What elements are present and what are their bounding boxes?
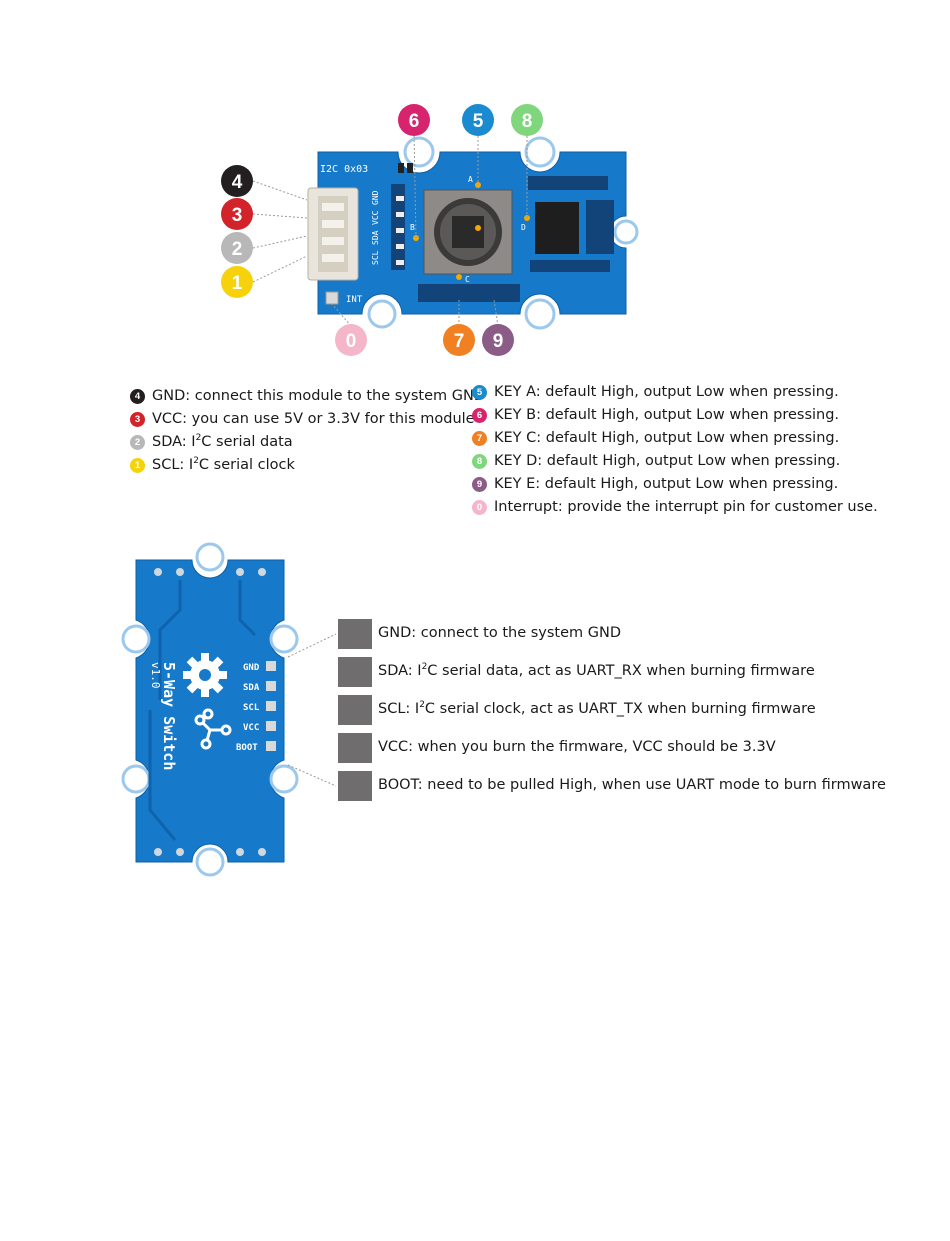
svg-text:0: 0 (346, 331, 357, 352)
pin-box-scl (338, 695, 372, 725)
callout-6: 6 (398, 104, 430, 136)
callout-8: 8 (511, 104, 543, 136)
int-label: INT (346, 295, 363, 305)
svg-text:6: 6 (409, 111, 420, 132)
legend-right: 5 KEY A: default High, output Low when p… (472, 381, 878, 519)
pin-label-sda: SDA (371, 230, 380, 245)
svg-text:3: 3 (232, 205, 243, 226)
legend-badge: 8 (472, 454, 487, 469)
legend-text: KEY C: default High, output Low when pre… (494, 427, 839, 450)
back-pin-vcc: VCC (243, 723, 259, 733)
grove-gear-logo (183, 653, 227, 697)
legend-text: KEY A: default High, output Low when pre… (494, 381, 839, 404)
callout-9: 9 (482, 324, 514, 356)
legend-item-key-e: 9 KEY E: default High, output Low when p… (472, 473, 878, 496)
front-board-diagram: I2C 0x03 SCL SDA VCC GND INT A B C D (0, 0, 950, 360)
back-pin-scl: SCL (243, 703, 260, 713)
pin-desc-gnd: GND: connect to the system GND (378, 625, 621, 641)
back-pin-sda: SDA (243, 683, 260, 693)
legend-item-scl: 1 SCL: I2C serial clock (130, 454, 485, 477)
bottom-pad-row (418, 284, 520, 302)
callout-5: 5 (462, 104, 494, 136)
svg-text:7: 7 (454, 331, 465, 352)
pin-label-gnd: GND (371, 190, 380, 205)
legend-item-vcc: 3 VCC: you can use 5V or 3.3V for this m… (130, 408, 485, 431)
pin-box-vcc (338, 733, 372, 763)
svg-text:2: 2 (232, 239, 243, 260)
legend-text: KEY D: default High, output Low when pre… (494, 450, 840, 473)
pin-desc-vcc: VCC: when you burn the firmware, VCC sho… (378, 739, 776, 755)
legend-text: VCC: you can use 5V or 3.3V for this mod… (152, 408, 475, 431)
legend-badge: 9 (472, 477, 487, 492)
callout-7: 7 (443, 324, 475, 356)
legend-item-key-b: 6 KEY B: default High, output Low when p… (472, 404, 878, 427)
legend-badge: 0 (472, 500, 487, 515)
legend-item-key-a: 5 KEY A: default High, output Low when p… (472, 381, 878, 404)
legend-item-key-d: 8 KEY D: default High, output Low when p… (472, 450, 878, 473)
pin-desc-sda: SDA: I2C serial data, act as UART_RX whe… (378, 663, 815, 679)
pin-box-sda (338, 657, 372, 687)
callout-3: 3 (221, 198, 253, 230)
pin-box-boot (338, 771, 372, 801)
mcu-chip (535, 202, 579, 254)
callout-4: 4 (221, 165, 253, 197)
pin-desc-boot: BOOT: need to be pulled High, when use U… (378, 777, 886, 793)
legend-badge: 7 (472, 431, 487, 446)
legend-badge: 6 (472, 408, 487, 423)
pin-desc-scl: SCL: I2C serial clock, act as UART_TX wh… (378, 701, 816, 717)
legend-text: KEY E: default High, output Low when pre… (494, 473, 838, 496)
pin-box-gnd (338, 619, 372, 649)
key-label-d: D (521, 223, 526, 232)
legend-text: SDA: I2C serial data (152, 431, 293, 454)
legend-item-gnd: 4 GND: connect this module to the system… (130, 385, 485, 408)
legend-item-sda: 2 SDA: I2C serial data (130, 431, 485, 454)
legend-text: GND: connect this module to the system G… (152, 385, 485, 408)
legend-text: KEY B: default High, output Low when pre… (494, 404, 839, 427)
svg-text:8: 8 (522, 111, 533, 132)
key-label-a: A (468, 175, 473, 184)
legend-badge: 4 (130, 389, 145, 404)
back-pin-boot: BOOT (236, 743, 258, 753)
board-version: v1.0 (149, 662, 162, 689)
legend-badge: 2 (130, 435, 145, 450)
key-label-b: B (410, 223, 415, 232)
svg-text:1: 1 (232, 273, 243, 294)
pin-label-vcc: VCC (371, 210, 380, 225)
pin-label-scl: SCL (371, 250, 380, 265)
legend-left: 4 GND: connect this module to the system… (130, 385, 485, 477)
legend-badge: 1 (130, 458, 145, 473)
svg-text:4: 4 (232, 172, 243, 193)
legend-text: Interrupt: provide the interrupt pin for… (494, 496, 878, 519)
key-label-c: C (465, 275, 470, 284)
legend-badge: 5 (472, 385, 487, 400)
back-pin-gnd: GND (243, 663, 260, 673)
svg-text:5: 5 (473, 111, 484, 132)
legend-badge: 3 (130, 412, 145, 427)
svg-text:9: 9 (493, 331, 504, 352)
callout-2: 2 (221, 232, 253, 264)
legend-text: SCL: I2C serial clock (152, 454, 295, 477)
legend-item-key-c: 7 KEY C: default High, output Low when p… (472, 427, 878, 450)
callout-1: 1 (221, 266, 253, 298)
callout-0: 0 (335, 324, 367, 356)
i2c-address-label: I2C 0x03 (320, 164, 368, 175)
legend-item-interrupt: 0 Interrupt: provide the interrupt pin f… (472, 496, 878, 519)
